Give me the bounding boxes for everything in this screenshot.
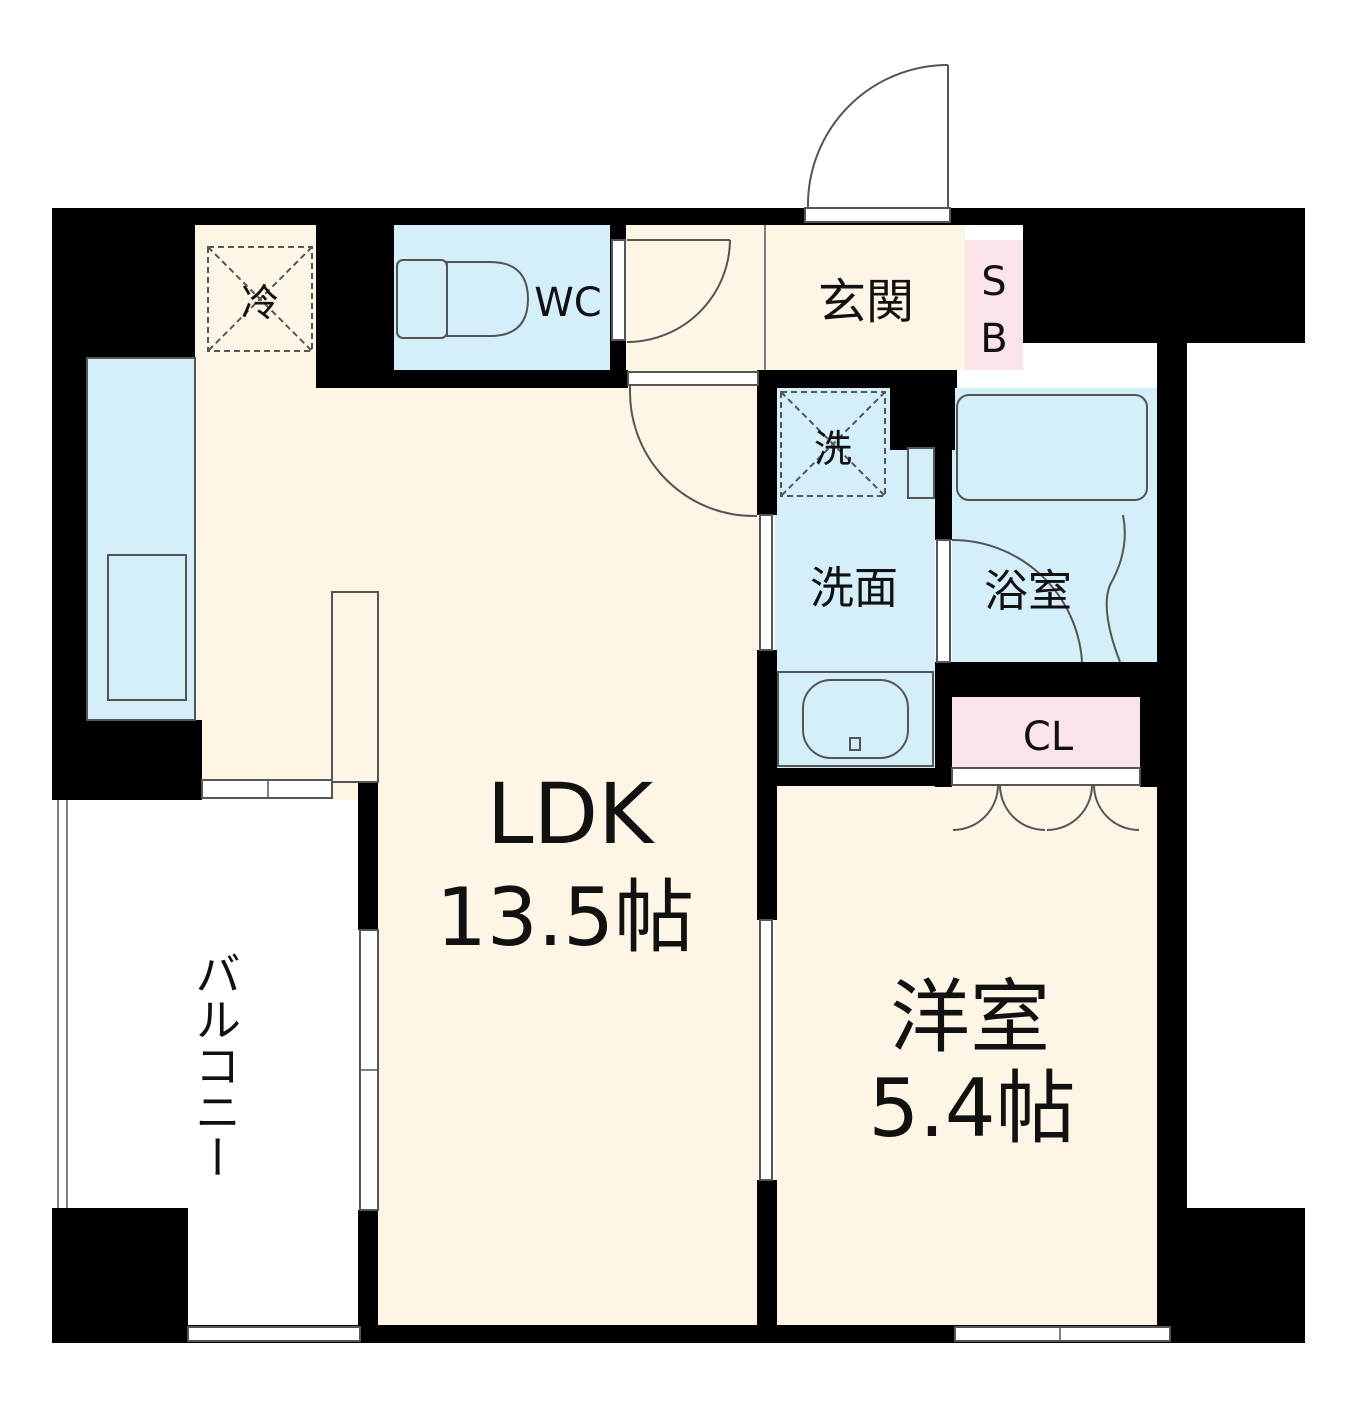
room-labels: 冷 WC 玄関 S B 洗 洗面 浴室 CL LDK 13.5帖 洋室 5.4帖… — [188, 259, 1076, 1180]
sliding-door — [759, 919, 773, 1181]
kitchen-sink — [107, 554, 187, 701]
closet-door-swing — [999, 784, 1046, 831]
wall — [757, 370, 777, 515]
bath-label: 浴室 — [984, 566, 1072, 617]
washbasin-bowl — [802, 679, 909, 759]
sb-label-line1: S — [981, 259, 1006, 305]
fridge-cross — [207, 246, 313, 352]
openings — [187, 207, 1171, 1342]
bath-folding-door — [1105, 514, 1126, 663]
closet-door-swing — [1046, 784, 1093, 831]
floors — [58, 225, 1170, 1330]
wc-toilet-tank — [396, 259, 448, 339]
wall — [316, 208, 394, 388]
sb-label-line2: B — [980, 316, 1007, 362]
youshitsu-size: 5.4帖 — [868, 1062, 1075, 1155]
walls — [52, 208, 1305, 1343]
window — [954, 1326, 1171, 1342]
wall — [765, 370, 957, 388]
wc-door-frame — [611, 239, 626, 341]
youshitsu-name: 洋室 — [890, 971, 1050, 1064]
wall — [1157, 208, 1187, 1328]
wc-label: WC — [534, 280, 601, 326]
ldk-size: 13.5帖 — [436, 871, 694, 964]
washer-label: 洗 — [814, 427, 852, 471]
ldk-partition — [331, 591, 379, 783]
kitchen-floor — [195, 225, 320, 795]
closet-floor — [952, 697, 1140, 772]
window — [201, 779, 333, 799]
sliding-door — [759, 514, 773, 651]
hall-door-frame — [627, 371, 759, 386]
fridge-space — [207, 246, 313, 352]
wall — [358, 1210, 378, 1325]
washer-space — [780, 391, 886, 497]
wall — [935, 385, 952, 540]
closet-rod — [951, 767, 1141, 786]
window — [187, 1326, 361, 1342]
wall — [765, 768, 955, 786]
youshitsu-floor — [775, 785, 1170, 1330]
wall — [1185, 1208, 1305, 1343]
sb-floor — [965, 240, 1023, 370]
senmen-label: 洗面 — [810, 563, 898, 614]
genkan-floor — [765, 225, 965, 370]
wall — [52, 720, 202, 800]
ldk-name: LDK — [487, 765, 655, 863]
closet-label: CL — [1023, 714, 1074, 760]
front-door-frame — [804, 207, 951, 223]
wall — [935, 662, 1160, 697]
wall — [52, 208, 87, 800]
wall — [52, 1208, 188, 1343]
bath-door-swing — [951, 538, 1083, 663]
closet-door-swing — [952, 784, 999, 831]
balcony-label: バルコニー — [188, 950, 242, 1180]
closet-door-swing — [1093, 784, 1140, 831]
washbasin-drain — [849, 737, 861, 751]
front-door-swing — [806, 64, 949, 209]
wc-toilet-bowl — [446, 261, 530, 337]
wc-door-swing — [626, 239, 731, 343]
bathtub — [956, 394, 1148, 501]
washer-cross — [780, 391, 886, 497]
hall-floor — [625, 225, 765, 375]
bath-counter — [907, 447, 935, 499]
genkan-label: 玄関 — [818, 274, 914, 330]
wall — [757, 1180, 777, 1330]
wall — [935, 662, 952, 787]
wall — [358, 780, 378, 930]
sliding-door — [936, 539, 951, 663]
hall-door-swing — [629, 391, 758, 518]
wall — [1140, 697, 1160, 787]
fridge-label: 冷 — [241, 281, 279, 325]
wall — [316, 370, 628, 388]
